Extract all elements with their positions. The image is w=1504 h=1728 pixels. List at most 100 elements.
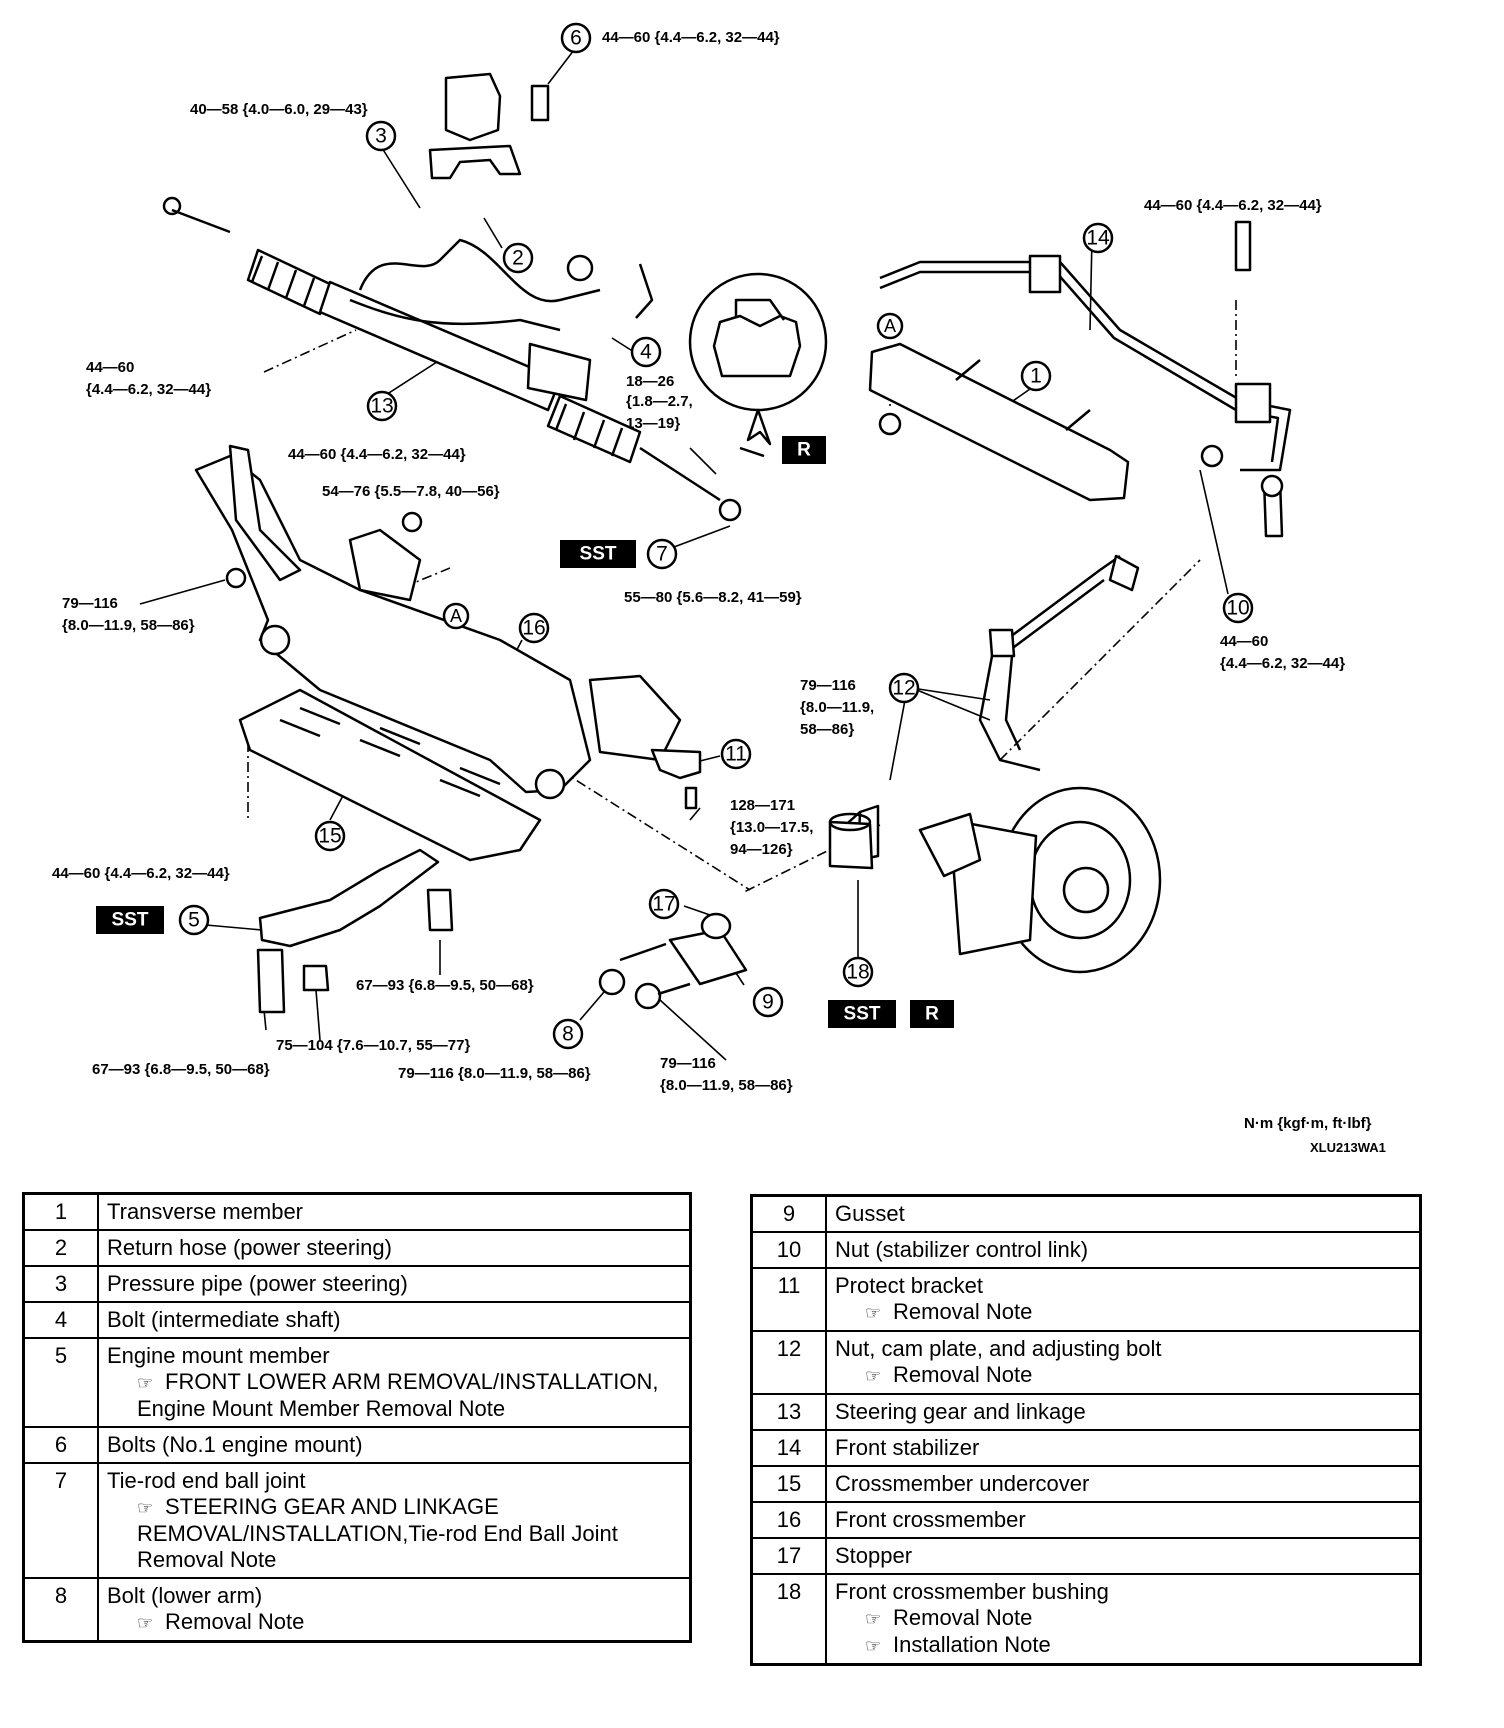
svg-text:7: 7 [656, 543, 668, 566]
engine-mount-member-drawing [256, 848, 454, 1014]
torque-label: 58—86} [800, 721, 854, 738]
part-description: Transverse member [97, 1192, 692, 1231]
reference-link[interactable]: ☞ Removal Note [835, 1299, 1411, 1326]
torque-label: 128—171 [730, 797, 795, 814]
svg-text:17: 17 [652, 893, 675, 916]
reference-link[interactable]: ☞Removal Note [835, 1605, 1411, 1632]
svg-text:13: 13 [370, 395, 393, 418]
part-name: Pressure pipe (power steering) [107, 1271, 408, 1296]
torque-label: {13.0—17.5, [730, 819, 813, 836]
table-row: 1 Transverse member [22, 1192, 692, 1231]
reference-link[interactable]: ☞ Removal Note [107, 1609, 681, 1636]
part-description: Nut, cam plate, and adjusting bolt☞Remov… [825, 1330, 1422, 1395]
callout-17: 17 [648, 888, 680, 920]
gusset-drawing [598, 812, 874, 1010]
pointing-hand-icon: ☞ [865, 1303, 882, 1323]
crossmember-undercover-drawing [238, 688, 542, 862]
part-number: 5 [22, 1337, 99, 1428]
figure-code: XLU213WA1 [1310, 1140, 1386, 1155]
part-description: Front crossmember bushing☞Removal Note☞I… [825, 1573, 1422, 1666]
torque-label: 94—126} [730, 841, 793, 858]
part-name: Front stabilizer [835, 1435, 980, 1460]
callout-2: 2 [502, 242, 534, 274]
part-number: 8 [22, 1577, 99, 1643]
part-number: 1 [22, 1192, 99, 1231]
svg-text:R: R [925, 1004, 939, 1025]
part-number: 4 [22, 1301, 99, 1339]
part-number: 9 [750, 1194, 827, 1233]
reference-text: Removal Note [165, 1609, 305, 1634]
front-stabilizer-drawing [879, 220, 1292, 538]
part-name: Tie-rod end ball joint [107, 1468, 306, 1493]
reference-text: Removal Note [893, 1362, 1033, 1387]
svg-text:2: 2 [512, 247, 524, 270]
part-description: Front stabilizer [825, 1429, 1422, 1467]
callout-4: 4 [630, 336, 662, 368]
part-name: Transverse member [107, 1199, 304, 1224]
torque-label: {4.4—6.2, 32—44} [1220, 655, 1345, 672]
marker-a-stabilizer: A [876, 312, 904, 340]
clip-detail-drawing [688, 272, 828, 458]
svg-text:5: 5 [188, 909, 200, 932]
torque-label: 79—116 [660, 1055, 716, 1072]
part-description: Protect bracket☞Removal Note [825, 1267, 1422, 1332]
marker-a-crossmember: A [442, 602, 470, 630]
part-description: Pressure pipe (power steering) [97, 1265, 692, 1303]
reference-link[interactable]: ☞Removal Note [835, 1362, 1411, 1389]
torque-label: 54—76 {5.5—7.8, 40—56} [322, 483, 500, 500]
part-number: 14 [750, 1429, 827, 1467]
svg-text:10: 10 [1226, 597, 1249, 620]
transverse-member-drawing [868, 342, 1130, 502]
part-description: Bolt (lower arm)☞Removal Note [97, 1577, 692, 1643]
protect-bracket-drawing [650, 748, 702, 810]
part-number: 15 [750, 1465, 827, 1503]
torque-label: {4.4—6.2, 32—44} [86, 381, 211, 398]
part-description: Bolt (intermediate shaft) [97, 1301, 692, 1339]
part-number: 7 [22, 1462, 99, 1579]
torque-label: 67—93 {6.8—9.5, 50—68} [92, 1061, 270, 1078]
reference-link[interactable]: ☞STEERING GEAR AND LINKAGE REMOVAL/INSTA… [107, 1494, 681, 1573]
reference-link[interactable]: ☞Installation Note [835, 1632, 1411, 1659]
reference-text: STEERING GEAR AND LINKAGE REMOVAL/INSTAL… [137, 1494, 618, 1572]
callout-15: 15 [314, 820, 346, 852]
r-badge: R [782, 436, 826, 464]
callout-10: 10 [1222, 592, 1254, 624]
svg-text:8: 8 [562, 1023, 574, 1046]
sst-badge: SST [828, 1000, 896, 1028]
part-name: Return hose (power steering) [107, 1235, 392, 1260]
reference-text: Installation Note [893, 1632, 1051, 1657]
exploded-diagram: 44—60 {4.4—6.2, 32—44} 40—58 {4.0—6.0, 2… [52, 22, 1386, 1155]
torque-label: {1.8—2.7, [626, 393, 693, 410]
sst-badge: SST [560, 540, 636, 568]
torque-label: 13—19} [626, 415, 680, 432]
pointing-hand-icon: ☞ [137, 1373, 154, 1393]
callout-11: 11 [720, 738, 752, 770]
markers: A A SST SST SST R R [96, 312, 954, 1028]
part-number: 13 [750, 1393, 827, 1431]
unit-note: N·m {kgf·m, ft·lbf} [1244, 1115, 1372, 1132]
torque-label: 79—116 [62, 595, 118, 612]
torque-label: 79—116 [800, 677, 856, 694]
part-number: 10 [750, 1231, 827, 1269]
pointing-hand-icon: ☞ [137, 1613, 154, 1633]
callout-13: 13 [366, 390, 398, 422]
svg-text:SST: SST [580, 544, 617, 565]
svg-text:A: A [884, 316, 896, 336]
svg-text:A: A [450, 606, 462, 626]
part-description: Stopper [825, 1537, 1422, 1575]
reference-text: Removal Note [893, 1299, 1033, 1324]
reference-text: Removal Note [893, 1605, 1033, 1630]
part-name: Engine mount member [107, 1343, 330, 1368]
torque-label: 40—58 {4.0—6.0, 29—43} [190, 101, 368, 118]
svg-text:3: 3 [375, 125, 387, 148]
table-row: 14 Front stabilizer [750, 1429, 1422, 1467]
svg-text:14: 14 [1086, 227, 1110, 250]
reference-link[interactable]: ☞FRONT LOWER ARM REMOVAL/INSTALLATION, E… [107, 1369, 681, 1422]
